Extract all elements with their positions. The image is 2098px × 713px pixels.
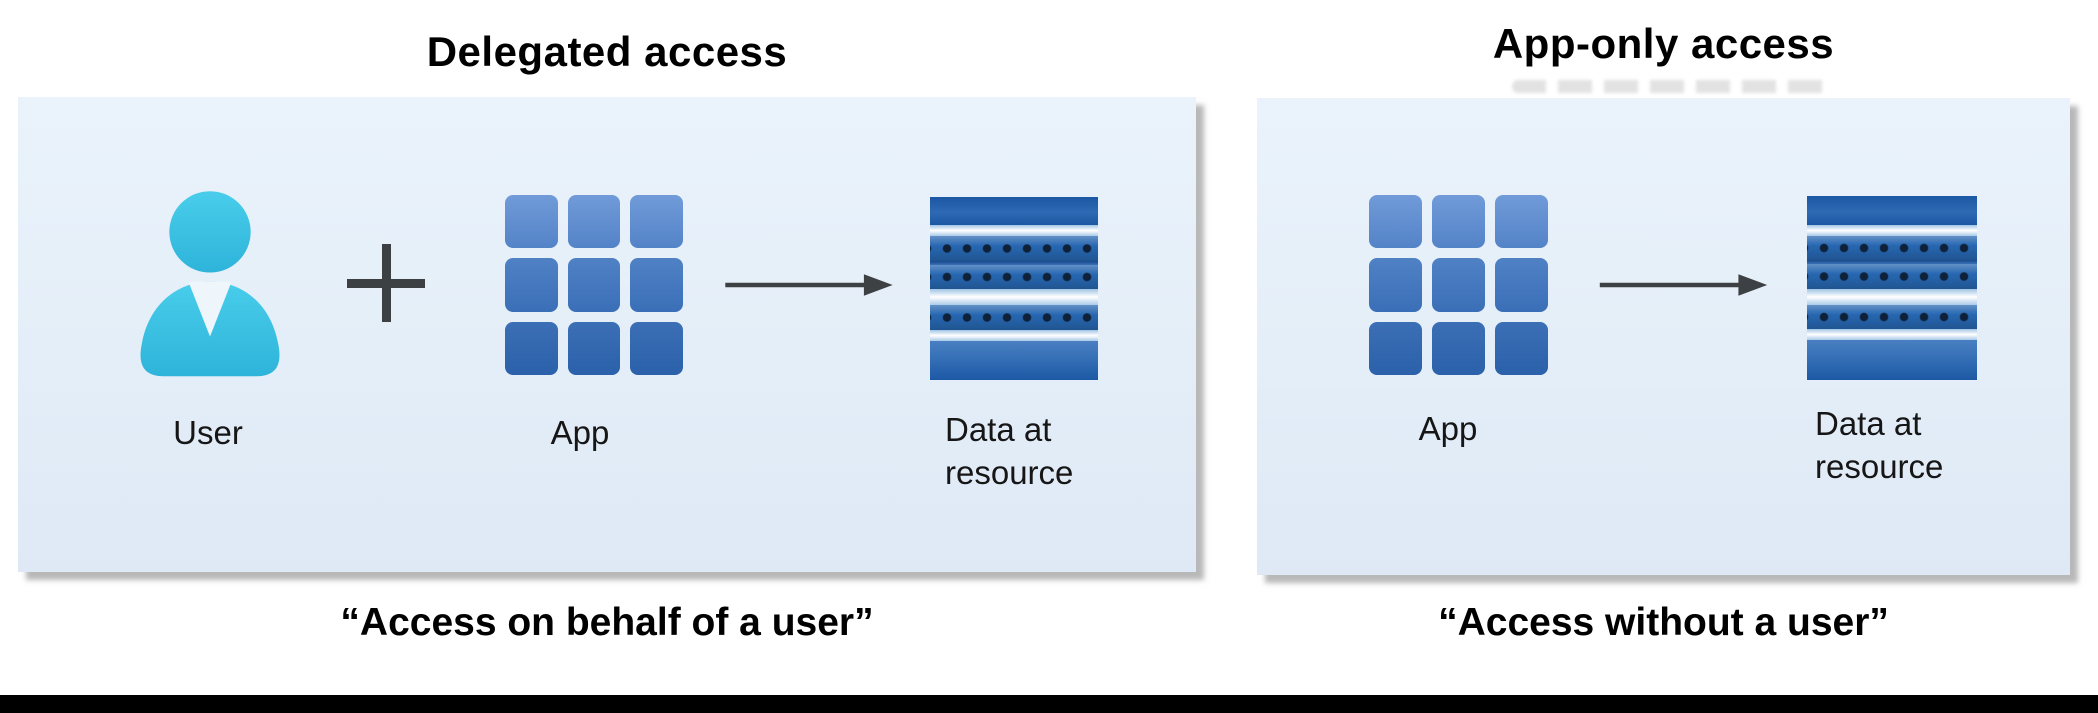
data-at-resource-label: Data at resource (945, 411, 1074, 491)
arrow-icon (725, 274, 893, 296)
app-icon (1369, 195, 1548, 375)
user-icon (140, 191, 280, 377)
data-at-resource-icon (1807, 196, 1977, 380)
app-label: App (1418, 410, 1478, 447)
app-only-access-caption: “Access without a user” (1438, 601, 1889, 644)
bottom-black-bar (0, 695, 2098, 713)
delegated-access-panel: User App Data at resource (18, 97, 1196, 572)
app-only-access-title: App-only access (1492, 20, 1835, 67)
user-label: User (173, 414, 243, 451)
data-at-resource-label: Data at resource (1815, 405, 1944, 485)
plus-icon (347, 244, 425, 322)
delegated-access-title: Delegated access (426, 28, 788, 75)
app-only-access-panel: App Data at resource (1257, 98, 2070, 575)
arrow-icon (1599, 274, 1768, 296)
data-at-resource-icon (930, 197, 1098, 380)
ghost-text-artifact (1512, 80, 1830, 93)
delegated-access-caption: “Access on behalf of a user” (340, 601, 874, 644)
app-label: App (550, 414, 610, 451)
app-icon (505, 195, 683, 375)
